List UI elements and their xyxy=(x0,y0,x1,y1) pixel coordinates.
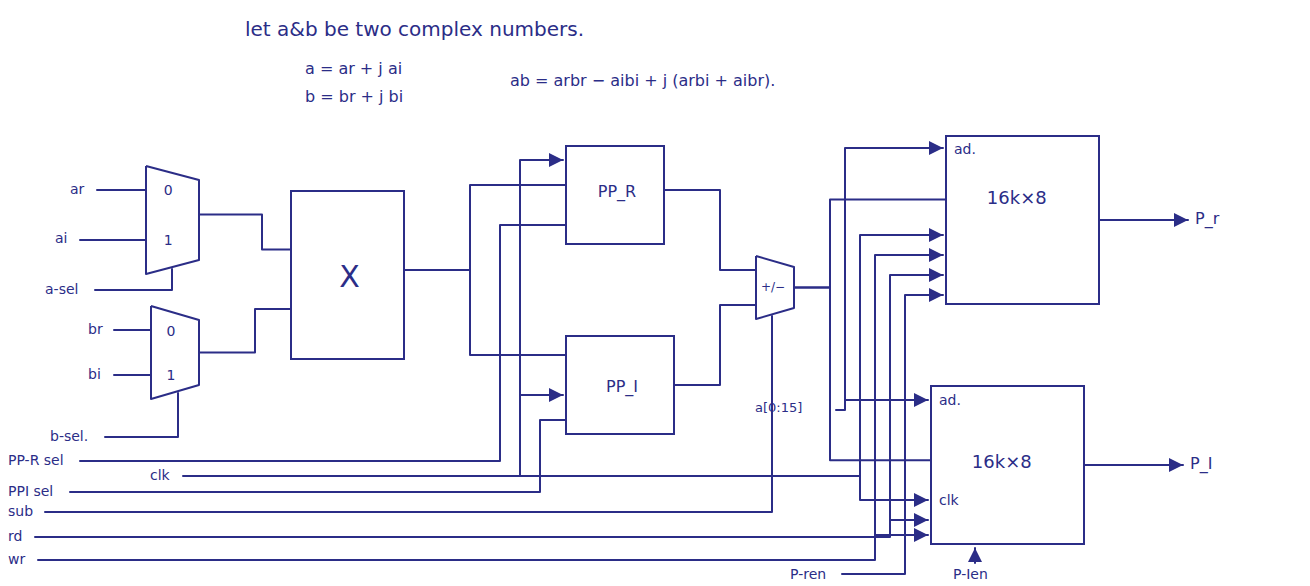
mux-outline xyxy=(145,165,200,275)
trapezoid-outline xyxy=(146,166,199,274)
address-bus xyxy=(836,148,943,410)
select-wire xyxy=(105,393,178,437)
write-wire xyxy=(38,255,943,560)
signal-name: P_I xyxy=(1190,455,1212,473)
signal-name: P-Ien xyxy=(953,566,988,582)
mux: 01 xyxy=(145,165,200,275)
signal-name: sub xyxy=(8,503,33,519)
signal-name: wr xyxy=(8,551,25,567)
signal-connector xyxy=(405,270,565,355)
trapezoid-outline xyxy=(756,256,794,319)
signal-name: ar xyxy=(70,181,84,197)
block-label: PP_R xyxy=(598,183,636,201)
memory-block: ad. 16k×8 clk xyxy=(930,385,1085,545)
signal-name: br xyxy=(88,321,103,337)
signal-connector xyxy=(405,185,565,270)
signal-connector xyxy=(200,309,290,353)
title-note: let a&b be two complex numbers. xyxy=(245,18,584,41)
adder-subtractor: +/− xyxy=(755,255,795,320)
clock-wire xyxy=(183,160,563,476)
signal-name: P-ren xyxy=(790,566,826,582)
address-bus xyxy=(845,399,928,401)
signal-name: PP-R sel xyxy=(8,452,64,468)
signal-name: PPI sel xyxy=(8,483,53,499)
block-label: 1 xyxy=(164,232,173,248)
trapezoid-outline xyxy=(151,306,199,399)
signal-name: b-sel. xyxy=(50,428,88,444)
signal-name: bi xyxy=(88,366,101,382)
register-box: PP_I xyxy=(565,335,675,435)
output-wire xyxy=(1085,464,1183,466)
block-label: 1 xyxy=(167,367,176,383)
signal-connector xyxy=(795,200,945,288)
port-label: clk xyxy=(939,492,959,508)
read-wire xyxy=(890,519,928,521)
signal-name: a-sel xyxy=(45,281,78,297)
clock-wire xyxy=(520,394,563,396)
select-wire xyxy=(70,420,565,492)
block-label: +/− xyxy=(761,281,785,295)
write-wire xyxy=(875,534,928,536)
signal-connector xyxy=(795,288,930,461)
equation: b = br + j bi xyxy=(305,88,403,106)
input-wire xyxy=(97,189,145,191)
enable-wire xyxy=(842,295,943,574)
input-wire xyxy=(114,374,150,376)
signal-name: a[0:15] xyxy=(755,401,802,416)
equation: ab = arbr − aibi + j (arbi + aibr). xyxy=(510,72,775,90)
block-label: PP_I xyxy=(606,378,638,396)
output-wire xyxy=(1100,219,1188,221)
memory-block: ad. 16k×8 xyxy=(945,135,1100,305)
signal-name: ai xyxy=(55,230,67,246)
block-label: 0 xyxy=(167,323,176,339)
signal-name: rd xyxy=(8,528,22,544)
port-label: ad. xyxy=(954,141,976,157)
block-label: X xyxy=(339,260,360,295)
signal-connector xyxy=(675,305,755,385)
multiplier-box: X xyxy=(290,190,405,360)
port-label: ad. xyxy=(939,392,961,408)
mux: 01 xyxy=(150,305,200,400)
signal-name: P_r xyxy=(1195,210,1219,228)
mux-outline xyxy=(150,305,200,400)
equation: a = ar + j ai xyxy=(305,60,402,78)
signal-connector xyxy=(200,215,290,250)
select-wire xyxy=(95,269,172,290)
block-label: 0 xyxy=(164,182,173,198)
block-label: 16k×8 xyxy=(972,452,1032,473)
signal-name: clk xyxy=(150,467,170,483)
enable-wire xyxy=(974,548,976,563)
block-label: 16k×8 xyxy=(987,188,1047,209)
clock-wire xyxy=(520,235,943,476)
input-wire xyxy=(114,329,150,331)
signal-connector xyxy=(665,190,755,270)
read-wire xyxy=(35,275,943,537)
register-box: PP_R xyxy=(565,145,665,245)
input-wire xyxy=(80,239,145,241)
clock-wire xyxy=(860,476,928,500)
